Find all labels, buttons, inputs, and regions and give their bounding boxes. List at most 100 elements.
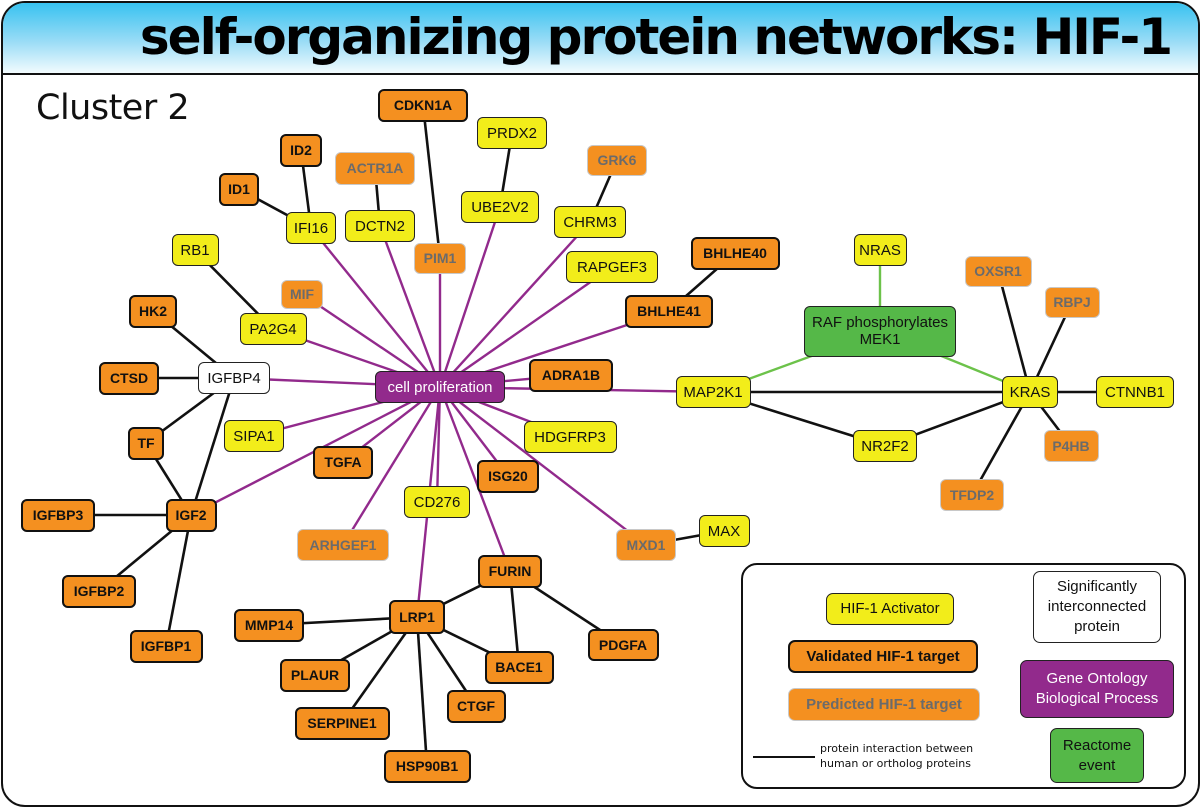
edge-tfdp2-kras — [970, 391, 1032, 496]
node-serpine1[interactable]: SERPINE1 — [294, 706, 390, 740]
node-label: BHLHE41 — [637, 302, 701, 319]
node-id1[interactable]: ID1 — [219, 172, 259, 206]
node-label: PDGFA — [598, 636, 648, 653]
node-hk2[interactable]: HK2 — [129, 294, 177, 328]
node-grk6[interactable]: GRK6 — [587, 144, 647, 176]
node-label: NRAS — [859, 241, 901, 259]
cluster-label: Cluster 2 — [36, 88, 190, 128]
node-igfbp4[interactable]: IGFBP4 — [198, 362, 270, 394]
node-arhgef1[interactable]: ARHGEF1 — [297, 529, 389, 561]
node-sipa1[interactable]: SIPA1 — [224, 420, 284, 452]
node-rafmek[interactable]: RAF phosphorylates MEK1 — [804, 305, 956, 357]
node-label: ARHGEF1 — [309, 536, 377, 553]
node-label: CDKN1A — [393, 96, 453, 113]
node-mxd1[interactable]: MXD1 — [616, 529, 676, 561]
legend-predicted-label: Predicted HIF-1 target — [806, 695, 962, 713]
node-pim1[interactable]: PIM1 — [414, 242, 466, 274]
node-cellprolif[interactable]: cell proliferation — [375, 371, 505, 403]
node-label: CTGF — [456, 697, 496, 714]
edge-cellprolif-chrm3 — [439, 221, 591, 388]
node-bhlhe41[interactable]: BHLHE41 — [625, 294, 713, 328]
node-bace1[interactable]: BACE1 — [484, 650, 554, 684]
node-ifi16[interactable]: IFI16 — [286, 212, 336, 244]
node-label: SIPA1 — [233, 427, 275, 445]
node-label: CHRM3 — [563, 213, 617, 231]
node-label: cell proliferation — [387, 378, 493, 396]
node-ube2v2[interactable]: UBE2V2 — [461, 191, 539, 223]
node-igfbp2[interactable]: IGFBP2 — [62, 574, 136, 608]
node-label: TFDP2 — [949, 486, 995, 503]
edge-cellprolif-dctn2 — [378, 225, 442, 388]
node-oxsr1[interactable]: OXSR1 — [964, 255, 1032, 287]
legend: HIF-1 Activator Validated HIF-1 target P… — [741, 563, 1186, 789]
node-label: IFI16 — [293, 219, 329, 237]
node-isg20[interactable]: ISG20 — [477, 459, 539, 493]
node-label: BHLHE40 — [703, 244, 767, 261]
node-igfbp3[interactable]: IGFBP3 — [21, 498, 95, 532]
node-rapgef3[interactable]: RAPGEF3 — [566, 251, 658, 283]
node-actr1a[interactable]: ACTR1A — [335, 151, 415, 185]
node-label: IGFBP3 — [32, 506, 84, 523]
node-label: MAX — [707, 522, 741, 540]
node-nr2f2[interactable]: NR2F2 — [853, 430, 917, 462]
node-label: IGFBP2 — [73, 582, 125, 599]
node-tf[interactable]: TF — [128, 426, 164, 460]
node-label: PIM1 — [423, 249, 457, 266]
node-tgfa[interactable]: TGFA — [313, 445, 373, 479]
node-ctgf[interactable]: CTGF — [446, 689, 506, 723]
node-label: P4HB — [1052, 437, 1090, 454]
node-ctnnb1[interactable]: CTNNB1 — [1096, 376, 1174, 408]
node-label: RB1 — [180, 241, 210, 259]
node-label: BACE1 — [495, 658, 543, 675]
node-adra1b[interactable]: ADRA1B — [529, 358, 613, 392]
node-pa2g4[interactable]: PA2G4 — [239, 313, 307, 345]
node-label: DCTN2 — [354, 217, 405, 235]
node-lrp1[interactable]: LRP1 — [389, 600, 445, 634]
legend-activator: HIF-1 Activator — [826, 593, 954, 625]
node-dctn2[interactable]: DCTN2 — [345, 210, 415, 242]
edge-igfbp1-igf2 — [164, 514, 193, 647]
legend-reactome: Reactome event — [1050, 728, 1144, 783]
node-nras[interactable]: NRAS — [853, 234, 907, 266]
node-label: ISG20 — [488, 467, 528, 484]
node-label: CTSD — [109, 369, 149, 386]
node-max[interactable]: MAX — [698, 515, 750, 547]
node-label: MXD1 — [626, 536, 666, 553]
node-mmp14[interactable]: MMP14 — [234, 608, 304, 642]
node-label: IGFBP4 — [207, 369, 261, 387]
node-hdgfrp3[interactable]: HDGFRP3 — [523, 421, 617, 453]
node-id2[interactable]: ID2 — [280, 133, 322, 167]
node-cd276[interactable]: CD276 — [404, 486, 470, 518]
node-mif[interactable]: MIF — [281, 279, 323, 309]
node-p4hb[interactable]: P4HB — [1043, 430, 1099, 462]
node-map2k1[interactable]: MAP2K1 — [675, 376, 751, 408]
node-cdkn1a[interactable]: CDKN1A — [378, 88, 468, 122]
node-furin[interactable]: FURIN — [478, 554, 542, 588]
node-label: KRAS — [1009, 383, 1051, 401]
legend-predicted: Predicted HIF-1 target — [788, 688, 980, 721]
node-kras[interactable]: KRAS — [1002, 376, 1058, 408]
node-label: CTNNB1 — [1104, 383, 1165, 401]
node-prdx2[interactable]: PRDX2 — [477, 117, 547, 149]
node-igfbp1[interactable]: IGFBP1 — [129, 629, 203, 663]
node-rb1[interactable]: RB1 — [171, 234, 219, 266]
node-plaur[interactable]: PLAUR — [280, 658, 350, 692]
node-ctsd[interactable]: CTSD — [99, 361, 159, 395]
node-igf2[interactable]: IGF2 — [165, 498, 217, 532]
edge-cellprolif-rapgef3 — [439, 266, 613, 388]
node-bhlhe40[interactable]: BHLHE40 — [690, 236, 780, 270]
node-tfdp2[interactable]: TFDP2 — [940, 479, 1004, 511]
node-label: ADRA1B — [541, 366, 601, 383]
node-chrm3[interactable]: CHRM3 — [554, 206, 626, 238]
node-label: TF — [137, 434, 155, 451]
node-hsp90b1[interactable]: HSP90B1 — [383, 749, 471, 783]
legend-go: Gene Ontology Biological Process — [1020, 660, 1174, 718]
node-label: PA2G4 — [249, 320, 297, 338]
edge-cellprolif-mxd1 — [439, 386, 647, 546]
node-label: MIF — [289, 285, 315, 302]
node-pdgfa[interactable]: PDGFA — [587, 629, 659, 661]
legend-interaction-label: protein interaction between human or ort… — [820, 742, 974, 770]
node-label: ID1 — [228, 180, 250, 197]
edge-cellprolif-ifi16 — [310, 227, 441, 388]
node-rbpj[interactable]: RBPJ — [1044, 286, 1100, 318]
